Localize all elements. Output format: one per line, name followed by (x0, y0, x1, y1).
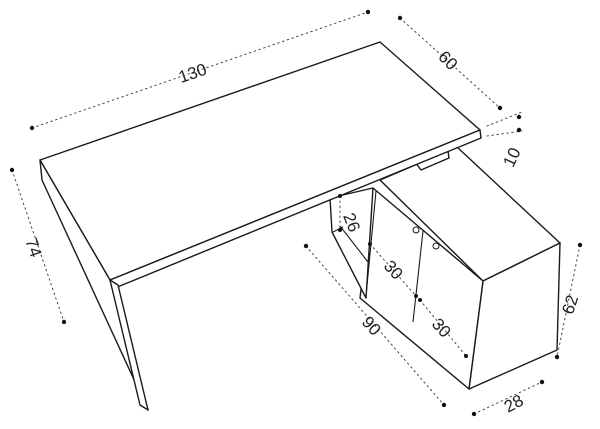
dim-line-cabinet-height (556, 244, 581, 358)
dim-line-door-left (369, 243, 417, 297)
dim-dot (368, 242, 372, 246)
dim-dot (577, 242, 583, 248)
dim-dot (338, 228, 342, 232)
dim-dot (471, 411, 477, 417)
dim-dot (516, 127, 522, 133)
dim-dot (539, 379, 545, 385)
dim-dot (441, 402, 447, 408)
door-knob-right (432, 242, 440, 250)
dim-dot (414, 294, 418, 298)
dim-line-top-thickness (486, 111, 523, 127)
dim-dot (61, 319, 67, 325)
dim-dot (29, 125, 35, 131)
dim-dot (9, 167, 15, 173)
dim-label-top-thickness: 10 (499, 145, 524, 170)
dim-line-top-thickness (486, 130, 523, 137)
dim-label-cabinet-depth: 28 (501, 391, 527, 417)
dim-dot (516, 114, 522, 120)
dim-label-cabinet-length: 90 (358, 313, 385, 340)
dim-dot (497, 105, 503, 111)
dim-label-cabinet-height: 62 (558, 293, 582, 317)
dim-dot (338, 194, 342, 198)
shelf-niche (329, 187, 374, 299)
dim-dot (397, 15, 403, 21)
shelf-board (339, 225, 369, 263)
dim-dot (365, 9, 371, 15)
dim-line-desk-height (11, 169, 65, 323)
door-knob-left (412, 226, 420, 234)
dim-line-desk-length (31, 11, 369, 129)
dim-line-door-right (419, 299, 467, 357)
shelf-edge (332, 226, 344, 233)
dim-line-cabinet-length (305, 245, 445, 406)
desk-leg-front (109, 279, 149, 411)
dim-label-desk-length: 130 (176, 60, 209, 87)
dim-dot (464, 354, 468, 358)
dim-dot (418, 298, 422, 302)
dim-dot (303, 243, 309, 249)
dim-dot (554, 354, 560, 360)
dim-label-desk-depth: 60 (434, 47, 461, 74)
cabinet-door-split (412, 230, 424, 323)
